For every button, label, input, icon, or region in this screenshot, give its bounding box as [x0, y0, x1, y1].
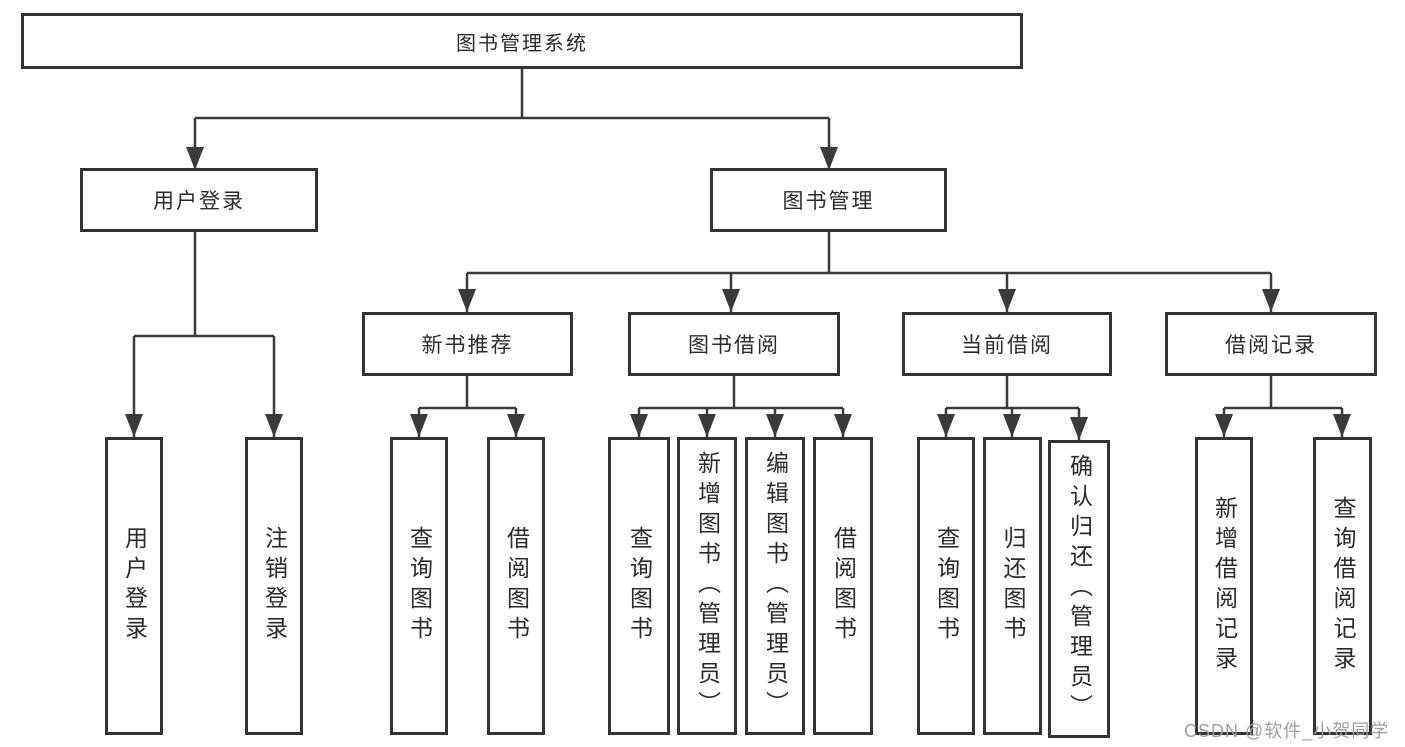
arrowhead-icon	[630, 414, 648, 437]
arrowhead-icon	[766, 414, 784, 437]
leaf-query-books-3: 查询图书	[917, 437, 975, 735]
arrowhead-icon	[698, 414, 716, 437]
arrowhead-icon	[1262, 289, 1280, 312]
node-borrow-records: 借阅记录	[1165, 312, 1377, 376]
arrowhead-icon	[1215, 414, 1233, 437]
leaf-add-books-admin-label: 新增图书（管理员）	[694, 451, 721, 721]
connector-path	[132, 69, 1344, 440]
leaf-borrow-books-2: 借阅图书	[813, 437, 873, 735]
node-current-borrow: 当前借阅	[902, 312, 1112, 376]
arrowhead-icon	[820, 147, 838, 170]
arrowhead-icon	[998, 289, 1016, 312]
arrowhead-icon	[507, 414, 525, 437]
leaf-add-borrow-record-label: 新增借阅记录	[1211, 496, 1238, 676]
leaf-borrow-books-1: 借阅图书	[487, 437, 545, 735]
leaf-query-books-2-label: 查询图书	[626, 526, 653, 646]
leaf-query-borrow-record-label: 查询借阅记录	[1330, 496, 1356, 676]
leaf-user-login: 用户登录	[105, 437, 163, 735]
leaf-query-books-3-label: 查询图书	[933, 526, 960, 646]
leaf-confirm-return-admin: 确认归还（管理员）	[1048, 440, 1110, 738]
leaf-query-borrow-record: 查询借阅记录	[1313, 437, 1372, 735]
node-root-label: 图书管理系统	[456, 32, 588, 55]
arrowhead-icon	[937, 414, 955, 437]
node-borrow-records-label: 借阅记录	[1225, 334, 1317, 357]
arrowhead-icon	[1003, 414, 1021, 437]
arrowhead-icon	[834, 414, 852, 437]
leaf-edit-books-admin: 编辑图书（管理员）	[745, 437, 805, 735]
node-book-borrow-label: 图书借阅	[688, 334, 780, 357]
leaf-confirm-return-admin-label: 确认归还（管理员）	[1066, 454, 1093, 724]
leaf-borrow-books-1-label: 借阅图书	[503, 526, 530, 646]
arrowhead-icon	[1333, 414, 1351, 437]
arrowhead-icon	[186, 147, 204, 170]
node-book-management: 图书管理	[710, 168, 947, 232]
node-new-book-recommend: 新书推荐	[362, 312, 573, 376]
arrowhead-icon	[458, 289, 476, 312]
node-root: 图书管理系统	[21, 13, 1023, 69]
leaf-add-books-admin: 新增图书（管理员）	[677, 437, 737, 735]
node-user-login-label: 用户登录	[153, 190, 245, 213]
node-new-book-recommend-label: 新书推荐	[421, 334, 514, 357]
leaf-return-books-label: 归还图书	[1000, 526, 1026, 646]
arrowhead-icon	[265, 414, 283, 437]
node-book-borrow: 图书借阅	[628, 312, 840, 376]
leaf-user-login-label: 用户登录	[121, 526, 148, 646]
leaf-query-books-1-label: 查询图书	[406, 526, 433, 646]
leaf-query-books-2: 查询图书	[608, 437, 670, 735]
leaf-edit-books-admin-label: 编辑图书（管理员）	[762, 451, 789, 721]
leaf-logout: 注销登录	[245, 437, 303, 735]
leaf-query-books-1: 查询图书	[390, 437, 448, 735]
leaf-logout-label: 注销登录	[261, 526, 288, 646]
leaf-borrow-books-2-label: 借阅图书	[830, 526, 857, 646]
arrowhead-icon	[722, 289, 740, 312]
leaf-return-books: 归还图书	[983, 437, 1042, 735]
node-current-borrow-label: 当前借阅	[961, 334, 1053, 357]
arrowhead-icon	[1070, 417, 1088, 440]
leaf-add-borrow-record: 新增借阅记录	[1195, 437, 1253, 735]
arrowhead-icon	[125, 414, 143, 437]
node-user-login: 用户登录	[80, 168, 318, 232]
arrowhead-icon	[410, 414, 428, 437]
watermark: CSDN @软件_小贺同学	[1184, 721, 1390, 741]
node-book-management-label: 图书管理	[782, 190, 875, 213]
